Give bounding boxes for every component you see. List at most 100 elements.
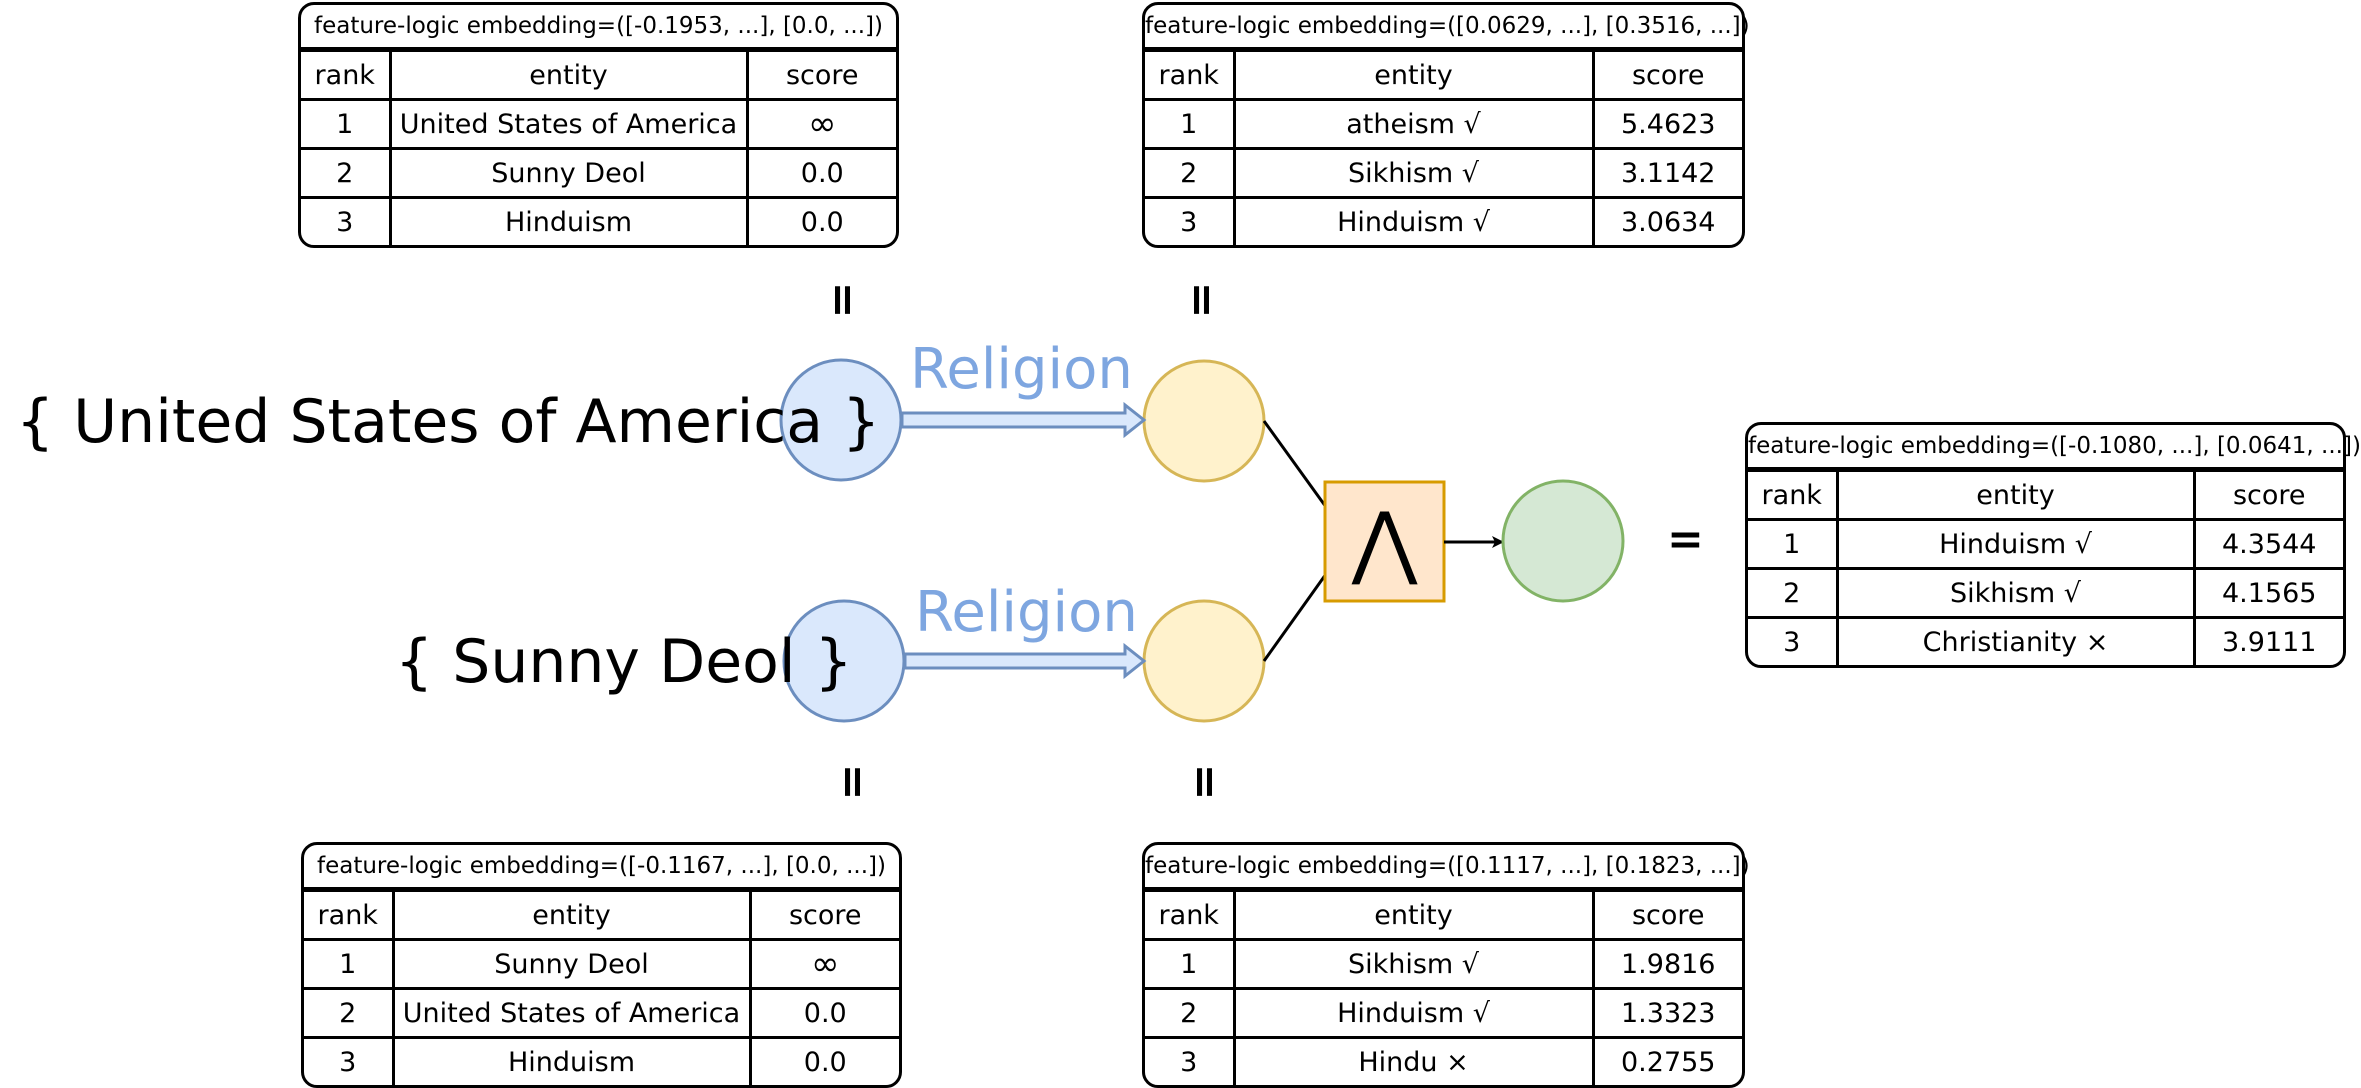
header-score: score [1591,52,1742,100]
cell-rank: 2 [301,147,390,198]
header-score: score [2192,472,2343,520]
table-row: 3 Hinduism 0.0 [301,196,896,245]
table-row: 3 Hinduism 0.0 [304,1036,899,1085]
table-row: 1 Sunny Deol ∞ [304,938,899,989]
cell-score: 4.1565 [2192,567,2343,618]
relation-label-bottom: Religion [915,580,1138,645]
header-score: score [745,52,896,100]
cell-score: 3.1142 [1591,147,1742,198]
header-score: score [1591,892,1742,940]
relation-arrow-bottom [903,642,1147,680]
embedding-table-usa: feature-logic embedding=([-0.1953, ...],… [298,2,899,248]
cell-rank: 2 [1145,987,1234,1038]
cell-score: 0.0 [748,1036,899,1085]
cell-entity: Sikhism √ [1835,567,2194,618]
table-row: 3 Hinduism √ 3.0634 [1145,196,1742,245]
equals-sign-result: = [1667,514,1704,565]
table-row: 2 Sikhism √ 4.1565 [1748,567,2343,618]
embedding-table-result: feature-logic embedding=([-0.1080, ...],… [1745,422,2361,668]
embedding-table-sunny: feature-logic embedding=([-0.1167, ...],… [301,842,902,1088]
table-header-row: rank entity score [304,892,899,940]
cell-score: ∞ [748,938,899,989]
projection-node-top [1142,359,1266,483]
cell-rank: 3 [1145,196,1234,245]
table-row: 2 United States of America 0.0 [304,987,899,1038]
header-rank: rank [1158,899,1219,931]
table-row: 3 Christianity × 3.9111 [1748,616,2343,665]
cell-rank: 1 [1145,938,1234,989]
cell-rank: 1 [301,98,390,149]
cell-score: 0.0 [748,987,899,1038]
cell-rank: 3 [1145,1036,1234,1085]
table-caption: feature-logic embedding=([-0.1953, ...],… [301,5,896,52]
entity-set-sunny: { Sunny Deol } [395,627,853,697]
equals-sign-top-right: = [1176,281,1228,319]
cell-rank: 2 [304,987,393,1038]
table-row: 1 Hinduism √ 4.3544 [1748,518,2343,569]
cell-score: 3.9111 [2192,616,2343,665]
cell-entity: atheism √ [1232,98,1593,149]
cell-score: 0.0 [745,147,896,198]
header-rank: rank [1761,479,1822,511]
cell-score: 0.0 [745,196,896,245]
cell-entity: United States of America [388,98,747,149]
relation-label-top: Religion [910,337,1133,402]
cell-entity: Hinduism √ [1835,518,2194,569]
cell-score: 1.3323 [1591,987,1742,1038]
header-entity: entity [1232,892,1593,940]
cell-entity: Sikhism √ [1232,938,1593,989]
table-header-row: rank entity score [1145,52,1742,100]
cell-rank: 2 [1748,567,1837,618]
table-caption: feature-logic embedding=([0.0629, ...], … [1145,5,1750,52]
cell-entity: Sikhism √ [1232,147,1593,198]
equals-sign-top-left: = [817,281,869,319]
cell-rank: 2 [1145,147,1234,198]
table-row: 2 Sunny Deol 0.0 [301,147,896,198]
embedding-table-usa-religion: feature-logic embedding=([0.0629, ...], … [1142,2,1750,248]
table-row: 1 atheism √ 5.4623 [1145,98,1742,149]
embedding-table-sunny-religion: feature-logic embedding=([0.1117, ...], … [1142,842,1750,1088]
header-score: score [748,892,899,940]
equals-sign-bottom-left: = [827,763,879,801]
cell-entity: Sunny Deol [388,147,747,198]
table-row: 2 Hinduism √ 1.3323 [1145,987,1742,1038]
table-caption: feature-logic embedding=([-0.1167, ...],… [304,845,899,892]
table-row: 2 Sikhism √ 3.1142 [1145,147,1742,198]
cell-score: 0.2755 [1591,1036,1742,1085]
cell-rank: 3 [301,196,390,245]
cell-rank: 3 [304,1036,393,1085]
cell-rank: 3 [1748,616,1837,665]
cell-score: 3.0634 [1591,196,1742,245]
result-node [1501,479,1625,603]
relation-arrow-top [900,401,1147,439]
cell-entity: United States of America [391,987,750,1038]
cell-score: ∞ [745,98,896,149]
table-header-row: rank entity score [301,52,896,100]
table-caption: feature-logic embedding=([-0.1080, ...],… [1748,425,2361,472]
header-entity: entity [391,892,750,940]
table-row: 1 Sikhism √ 1.9816 [1145,938,1742,989]
cell-entity: Christianity × [1835,616,2194,665]
cell-entity: Hinduism √ [1232,196,1593,245]
intersection-symbol: ⋀ [1351,495,1418,588]
cell-entity: Sunny Deol [391,938,750,989]
cell-score: 5.4623 [1591,98,1742,149]
cell-score: 4.3544 [2192,518,2343,569]
table-row: 1 United States of America ∞ [301,98,896,149]
cell-entity: Hinduism √ [1232,987,1593,1038]
cell-rank: 1 [1145,98,1234,149]
cell-rank: 1 [304,938,393,989]
cell-score: 1.9816 [1591,938,1742,989]
cell-rank: 1 [1748,518,1837,569]
edge-bottom-to-operator [1262,573,1328,662]
header-rank: rank [317,899,378,931]
projection-node-bottom [1142,599,1266,723]
header-entity: entity [388,52,747,100]
cell-entity: Hinduism [388,196,747,245]
table-row: 3 Hindu × 0.2755 [1145,1036,1742,1085]
header-rank: rank [1158,59,1219,91]
equals-sign-bottom-right: = [1179,763,1231,801]
cell-entity: Hindu × [1232,1036,1593,1085]
cell-entity: Hinduism [391,1036,750,1085]
